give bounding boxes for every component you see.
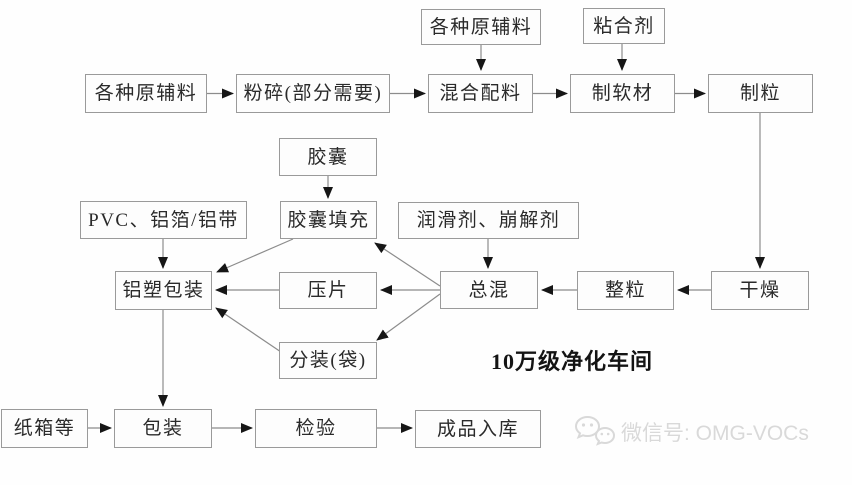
node-drying: 干燥 <box>711 271 809 310</box>
node-mix: 混合配料 <box>428 74 533 113</box>
watermark: 微信号: OMG-VOCs <box>575 415 809 448</box>
node-inspection: 检验 <box>255 409 377 448</box>
edge-total-mixing-to-bagging <box>376 293 441 341</box>
edge-total-mixing-to-capsule-filling <box>374 242 441 287</box>
node-granule-sizing: 整粒 <box>577 271 674 310</box>
node-capsule-filling: 胶囊填充 <box>280 201 377 239</box>
workshop-class-label: 10万级净化车间 <box>491 349 654 374</box>
edge-capsule-filling-to-blister-pack <box>216 238 294 273</box>
node-various-raw: 各种原辅料 <box>85 74 207 113</box>
node-warehouse: 成品入库 <box>415 410 541 448</box>
node-pvc-foil: PVC、铝箔/铝带 <box>80 201 247 239</box>
node-capsule: 胶囊 <box>279 138 377 176</box>
node-carton: 纸箱等 <box>1 409 88 448</box>
node-granulation: 制粒 <box>708 74 813 113</box>
wechat-icon <box>575 415 615 446</box>
node-total-mixing: 总混 <box>440 271 538 309</box>
node-blister-pack: 铝塑包装 <box>115 271 212 310</box>
node-crush: 粉碎(部分需要) <box>236 74 390 113</box>
node-lubricant-disintegrant: 润滑剂、崩解剂 <box>398 202 579 239</box>
edge-bagging-to-blister-pack <box>215 307 282 353</box>
node-various-raw-top: 各种原辅料 <box>421 9 541 45</box>
node-soft-material: 制软材 <box>570 74 675 113</box>
watermark-text: 微信号: OMG-VOCs <box>621 421 809 445</box>
node-bagging: 分装(袋) <box>279 342 377 379</box>
node-tablet-press: 压片 <box>279 272 377 309</box>
node-binder: 粘合剂 <box>583 8 665 44</box>
node-packaging: 包装 <box>114 409 212 448</box>
